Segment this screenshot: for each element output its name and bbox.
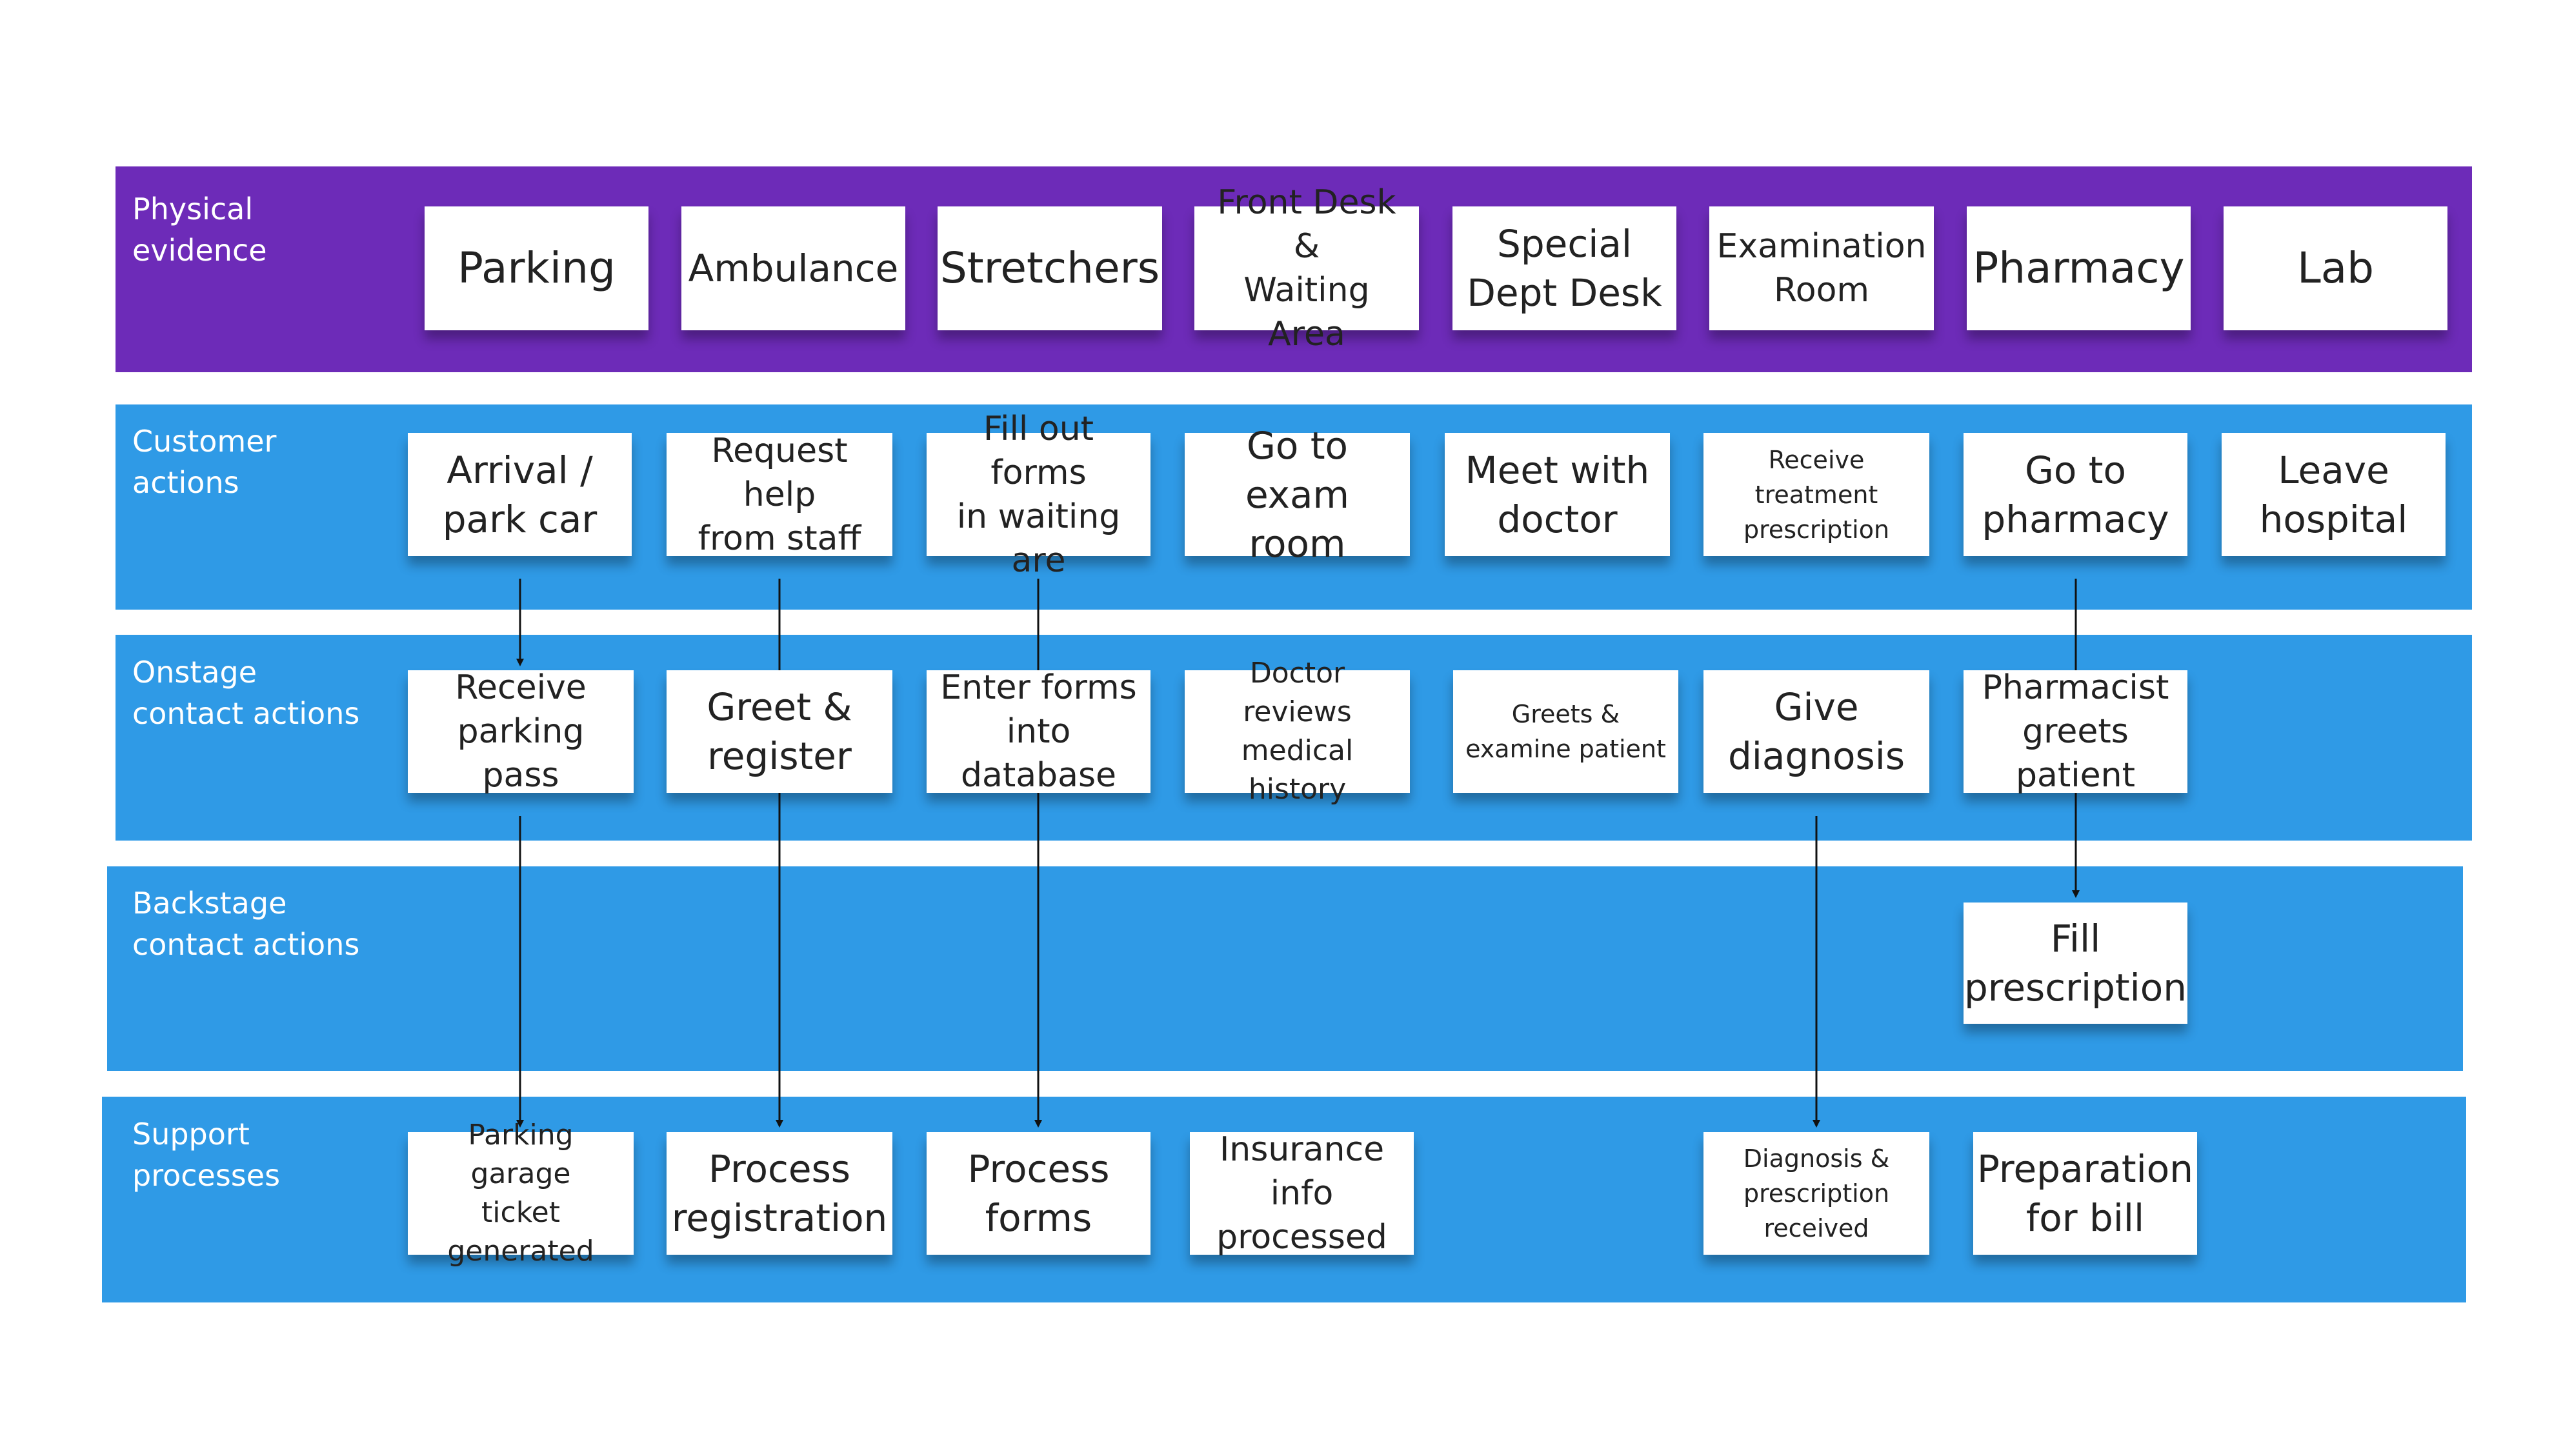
note-lab: Lab bbox=[2224, 206, 2447, 330]
lane-label-customer-actions: Customer actions bbox=[132, 424, 277, 500]
lane-label-onstage-contact-actions: Onstage contact actions bbox=[132, 655, 360, 731]
note-greets-and-examine-patient: Greets & examine patient bbox=[1453, 670, 1678, 793]
note-preparation-for-bill: Preparation for bill bbox=[1973, 1132, 2197, 1255]
note-pharmacist-greets-patient: Pharmacist greets patient bbox=[1964, 668, 2187, 795]
note-process-registration: Process registration bbox=[667, 1132, 892, 1255]
note-parking: Parking bbox=[425, 206, 648, 330]
note-process-forms: Process forms bbox=[927, 1132, 1150, 1255]
note-fill-out-forms: Fill out forms in waiting are bbox=[927, 410, 1150, 580]
note-give-diagnosis: Give diagnosis bbox=[1703, 670, 1929, 793]
note-receive-treatment-prescription: Receive treatment prescription bbox=[1703, 433, 1929, 556]
lane-label-physical-evidence: Physical evidence bbox=[132, 192, 267, 268]
note-ambulance: Ambulance bbox=[681, 206, 905, 330]
note-enter-forms-into-database: Enter forms into database bbox=[927, 668, 1150, 795]
note-arrival-park-car: Arrival / park car bbox=[408, 433, 632, 556]
note-special-dept-desk: Special Dept Desk bbox=[1452, 206, 1676, 330]
note-meet-with-doctor: Meet with doctor bbox=[1445, 433, 1670, 556]
note-pharmacy: Pharmacy bbox=[1967, 206, 2191, 330]
note-go-to-pharmacy: Go to pharmacy bbox=[1964, 433, 2187, 556]
lane-label-support-processes: Support processes bbox=[132, 1117, 281, 1193]
note-examination-room: Examination Room bbox=[1709, 206, 1934, 330]
note-doctor-reviews-medical-history: Doctor reviews medical history bbox=[1185, 657, 1410, 806]
note-fill-prescription: Fill prescription bbox=[1964, 903, 2187, 1024]
note-insurance-info-processed: Insurance info processed bbox=[1190, 1130, 1414, 1257]
note-request-help-from-staff: Request help from staff bbox=[667, 432, 892, 558]
note-leave-hospital: Leave hospital bbox=[2222, 433, 2446, 556]
note-stretchers: Stretchers bbox=[938, 206, 1162, 330]
note-receive-parking-pass: Receive parking pass bbox=[408, 668, 634, 795]
note-front-desk-waiting-area: Front Desk & Waiting Area bbox=[1194, 183, 1419, 354]
note-greet-and-register: Greet & register bbox=[667, 670, 892, 793]
note-parking-garage-ticket-generated: Parking garage ticket generated bbox=[408, 1119, 634, 1268]
lane-label-backstage-contact-actions: Backstage contact actions bbox=[132, 886, 360, 962]
note-go-to-exam-room: Go to exam room bbox=[1185, 424, 1410, 566]
note-diagnosis-prescription-received: Diagnosis & prescription received bbox=[1703, 1132, 1929, 1255]
